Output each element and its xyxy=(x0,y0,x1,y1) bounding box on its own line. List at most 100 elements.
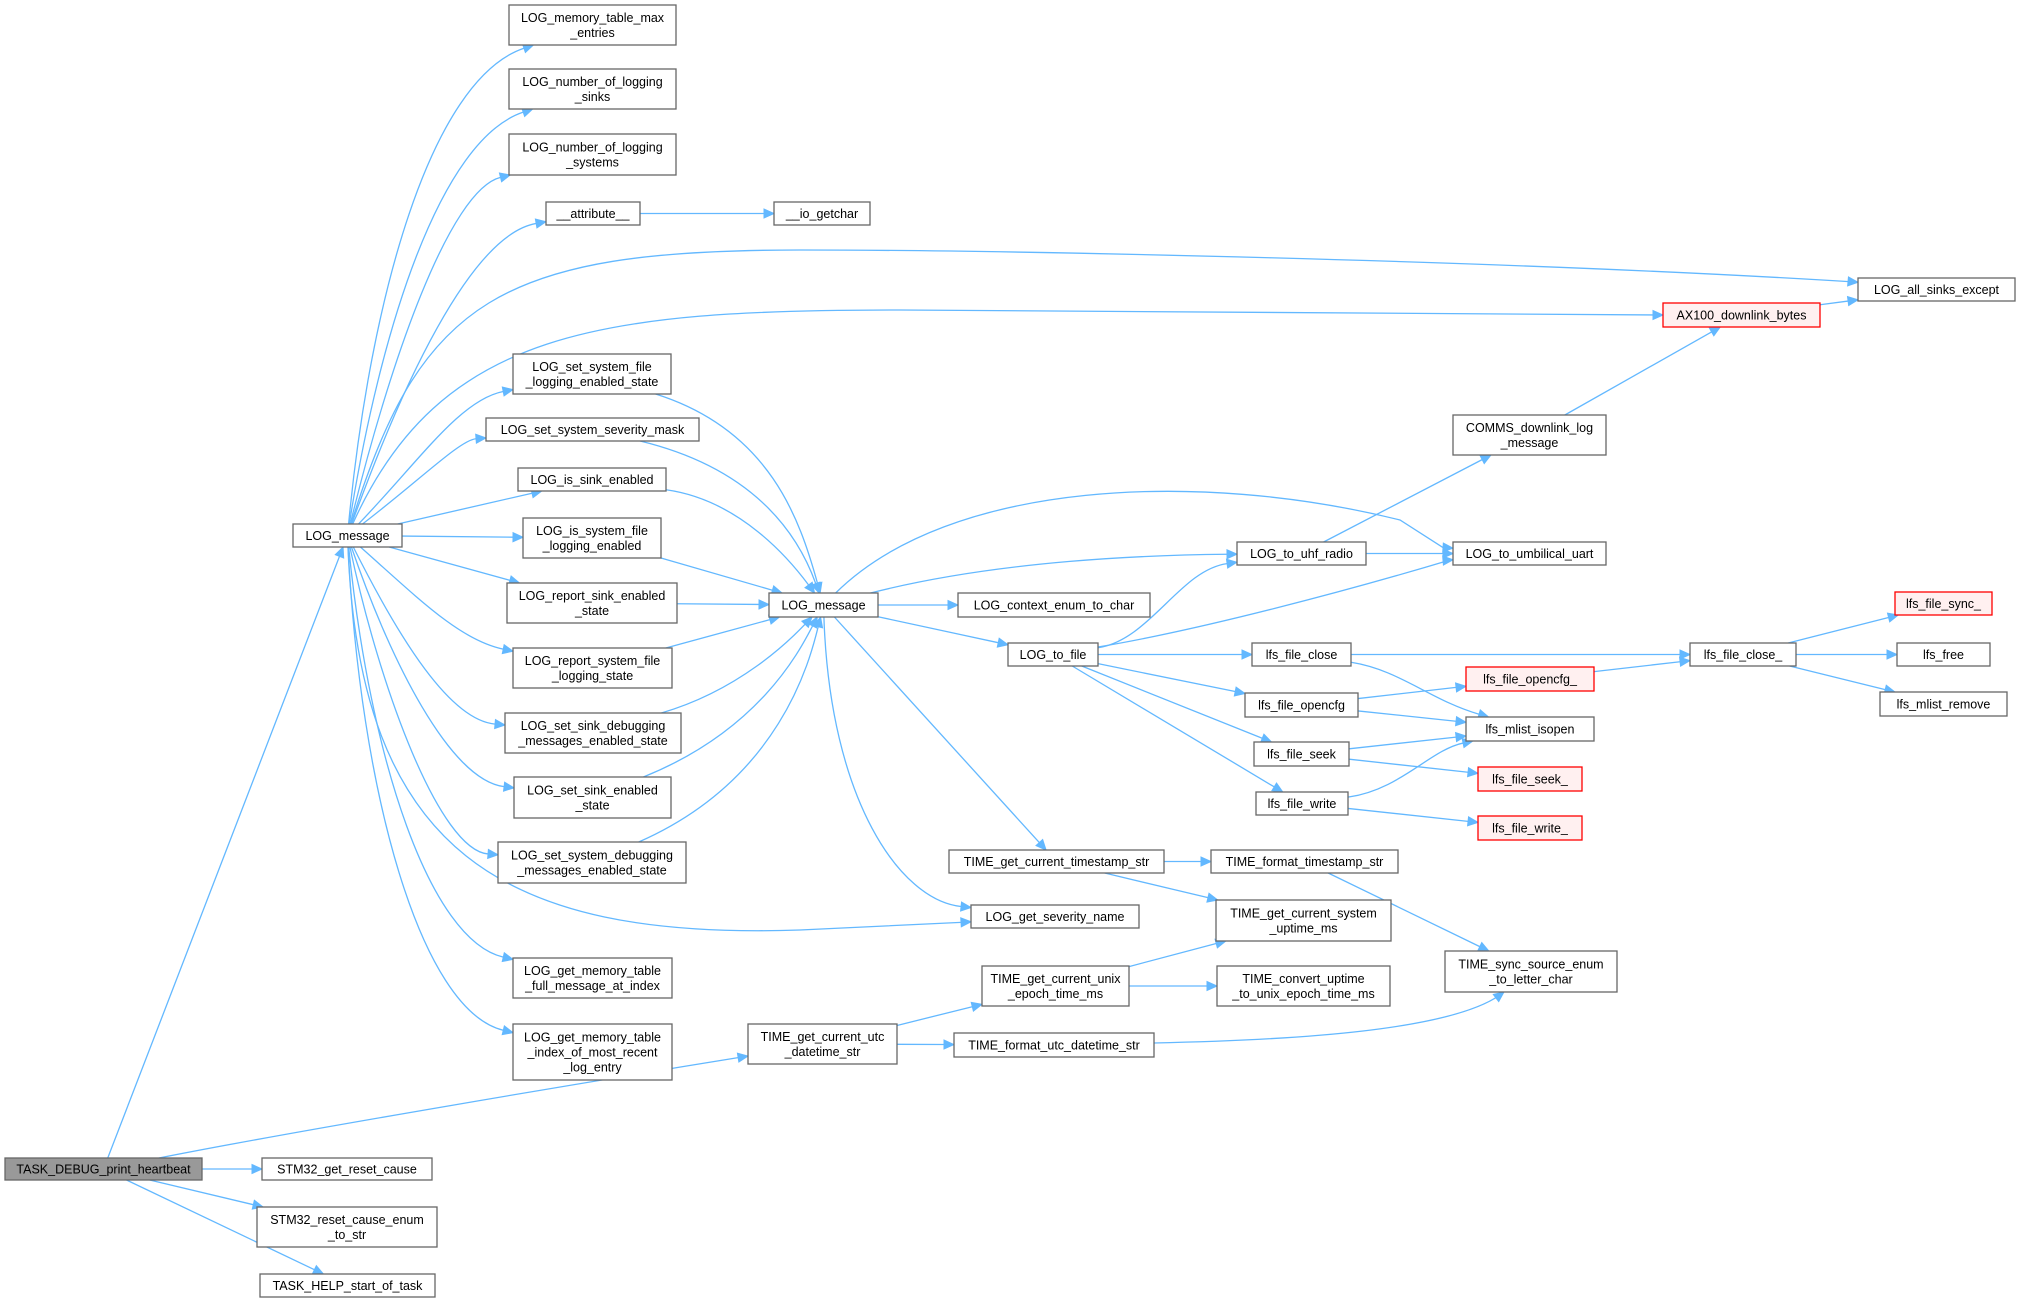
edge-logmsg_a-to-n_sinks xyxy=(348,107,534,525)
node-getchar[interactable]: __io_getchar xyxy=(773,201,871,226)
edge-logmsg_a-to-sys_debug xyxy=(349,546,500,860)
node-report-sys[interactable]: LOG_report_system_file_logging_state xyxy=(512,647,673,689)
node-task-help[interactable]: TASK_HELP_start_of_task xyxy=(259,1273,436,1298)
edge-attr-to-getchar xyxy=(640,208,776,219)
node-f-opencfg-[interactable]: lfs_file_opencfg_ xyxy=(1465,666,1595,692)
node-sev-mask[interactable]: LOG_set_system_severity_mask xyxy=(485,417,700,442)
node-label: _to_unix_epoch_time_ms xyxy=(1231,987,1374,1001)
edge-ax100-to-all_sinks xyxy=(1819,295,1860,307)
node-label: LOG_number_of_logging xyxy=(522,75,662,89)
edge-logmsg_a-to-sev_name xyxy=(347,546,973,932)
node-comms[interactable]: COMMS_downlink_log_message xyxy=(1452,414,1607,456)
node-label: STM32_get_reset_cause xyxy=(277,1163,417,1177)
node-to-uhf[interactable]: LOG_to_uhf_radio xyxy=(1236,541,1367,566)
node-sink-debug[interactable]: LOG_set_sink_debugging_messages_enabled_… xyxy=(504,712,682,754)
node-sink-enabled[interactable]: LOG_is_sink_enabled xyxy=(517,467,667,492)
node-conv[interactable]: TIME_convert_uptime_to_unix_epoch_time_m… xyxy=(1216,965,1391,1007)
node-mem-max[interactable]: LOG_memory_table_max_entries xyxy=(508,4,677,46)
node-sys-debug[interactable]: LOG_set_system_debugging_messages_enable… xyxy=(497,841,687,884)
edge-logmsg_b-to-to_uhf xyxy=(870,548,1239,594)
arrowhead-icon xyxy=(1259,733,1273,743)
node-label: _sinks xyxy=(574,90,610,104)
node-label: _messages_enabled_state xyxy=(516,864,666,878)
node-label: _logging_enabled_state xyxy=(525,375,659,389)
arrowhead-icon xyxy=(810,581,821,595)
node-sync-enum[interactable]: TIME_sync_source_enum_to_letter_char xyxy=(1444,950,1618,993)
edge-unix-to-conv xyxy=(1129,980,1219,992)
edge-f_seek-to-f_seek_ xyxy=(1348,758,1480,778)
node-reset[interactable]: STM32_get_reset_cause xyxy=(261,1157,433,1181)
arrowhead-icon xyxy=(501,386,515,397)
edge-ts_str-to-uptime xyxy=(1104,872,1219,903)
node-sys-file-state[interactable]: LOG_set_system_file_logging_enabled_stat… xyxy=(512,353,672,395)
node-f-write-[interactable]: lfs_file_write_ xyxy=(1477,815,1583,841)
node-label: lfs_file_sync_ xyxy=(1906,597,1982,611)
edge-sev_mask-to-logmsg_b xyxy=(639,440,821,595)
node-logmsg-b[interactable]: LOG_message xyxy=(768,592,879,618)
arrowhead-icon xyxy=(1886,649,1899,660)
node-logmsg-a[interactable]: LOG_message xyxy=(292,523,403,548)
node-label: LOG_is_system_file xyxy=(536,524,648,538)
node-f-sync-[interactable]: lfs_file_sync_ xyxy=(1894,591,1993,616)
node-utc-str[interactable]: TIME_get_current_utc_datetime_str xyxy=(747,1023,898,1065)
node-f-write[interactable]: lfs_file_write xyxy=(1255,791,1349,816)
node-f-close[interactable]: lfs_file_close xyxy=(1251,642,1352,667)
node-f-close-[interactable]: lfs_file_close_ xyxy=(1689,642,1797,667)
node-n-systems[interactable]: LOG_number_of_logging_systems xyxy=(508,133,677,176)
node-ts-str[interactable]: TIME_get_current_timestamp_str xyxy=(948,849,1165,874)
node-label: _full_message_at_index xyxy=(524,979,661,993)
arrowhead-icon xyxy=(251,1163,264,1175)
edge-to_file-to-f_write xyxy=(1071,665,1284,793)
node-unix[interactable]: TIME_get_current_unix_epoch_time_ms xyxy=(981,965,1130,1007)
arrowhead-icon xyxy=(1226,548,1239,560)
arrowhead-icon xyxy=(501,643,515,655)
arrowhead-icon xyxy=(1225,558,1239,569)
node-f-opencfg[interactable]: lfs_file_opencfg xyxy=(1244,692,1359,718)
arrowhead-icon xyxy=(1455,715,1468,727)
node-free[interactable]: lfs_free xyxy=(1896,642,1991,667)
node-label: LOG_report_system_file xyxy=(525,654,661,668)
node-mem-recent[interactable]: LOG_get_memory_table_index_of_most_recen… xyxy=(512,1023,673,1081)
node-ax100[interactable]: AX100_downlink_bytes xyxy=(1662,302,1821,328)
arrowhead-icon xyxy=(970,1001,984,1012)
node-label: lfs_file_seek xyxy=(1267,748,1337,762)
arrowhead-icon xyxy=(475,433,488,445)
node-label: _state xyxy=(574,604,609,618)
node-all-sinks[interactable]: LOG_all_sinks_except xyxy=(1857,277,2016,302)
node-sink-en-state[interactable]: LOG_set_sink_enabled_state xyxy=(513,776,672,819)
arrowhead-icon xyxy=(534,218,548,229)
node-uptime[interactable]: TIME_get_current_system_uptime_ms xyxy=(1215,899,1392,942)
node-attr[interactable]: __attribute__ xyxy=(545,201,641,226)
node-fmt-utc[interactable]: TIME_format_utc_datetime_str xyxy=(953,1032,1155,1058)
edge-root-to-reset_enum xyxy=(149,1179,265,1210)
node-to-file[interactable]: LOG_to_file xyxy=(1007,642,1099,667)
node-n-sinks[interactable]: LOG_number_of_logging_sinks xyxy=(508,68,677,110)
node-f-seek-[interactable]: lfs_file_seek_ xyxy=(1477,766,1583,792)
node-label: TIME_convert_uptime xyxy=(1242,972,1364,986)
node-umb[interactable]: LOG_to_umbilical_uart xyxy=(1452,541,1607,566)
node-report-sink[interactable]: LOG_report_sink_enabled_state xyxy=(506,582,678,624)
node-mlist-isopen[interactable]: lfs_mlist_isopen xyxy=(1465,716,1595,742)
edge-root-to-logmsg_a xyxy=(107,545,345,1159)
node-f-seek[interactable]: lfs_file_seek xyxy=(1253,741,1350,767)
arrowhead-icon xyxy=(334,545,345,559)
node-reset-enum[interactable]: STM32_reset_cause_enum_to_str xyxy=(256,1206,438,1248)
arrowhead-icon xyxy=(812,615,824,629)
node-mlist-remove[interactable]: lfs_mlist_remove xyxy=(1879,691,2008,717)
edge-sys_file_enabled-to-logmsg_b xyxy=(660,557,784,596)
node-sys-file-enabled[interactable]: LOG_is_system_file_logging_enabled xyxy=(522,517,662,559)
node-label: LOG_is_sink_enabled xyxy=(531,473,654,487)
node-label: LOG_all_sinks_except xyxy=(1874,283,2000,297)
node-label: LOG_set_system_severity_mask xyxy=(501,423,685,437)
node-label: TIME_format_timestamp_str xyxy=(1226,855,1384,869)
node-ctx-enum[interactable]: LOG_context_enum_to_char xyxy=(957,592,1151,618)
node-root[interactable]: TASK_DEBUG_print_heartbeat xyxy=(4,1157,203,1181)
node-mem-full[interactable]: LOG_get_memory_table_full_message_at_ind… xyxy=(512,957,673,999)
node-sev-name[interactable]: LOG_get_severity_name xyxy=(970,904,1140,929)
node-label: STM32_reset_cause_enum xyxy=(270,1213,424,1227)
edge-utc_str-to-fmt_utc xyxy=(896,1039,956,1050)
edge-comms-to-ax100 xyxy=(1564,326,1722,416)
node-fmt-ts[interactable]: TIME_format_timestamp_str xyxy=(1210,849,1399,874)
node-label: TASK_HELP_start_of_task xyxy=(273,1279,424,1293)
arrowhead-icon xyxy=(1477,941,1490,952)
